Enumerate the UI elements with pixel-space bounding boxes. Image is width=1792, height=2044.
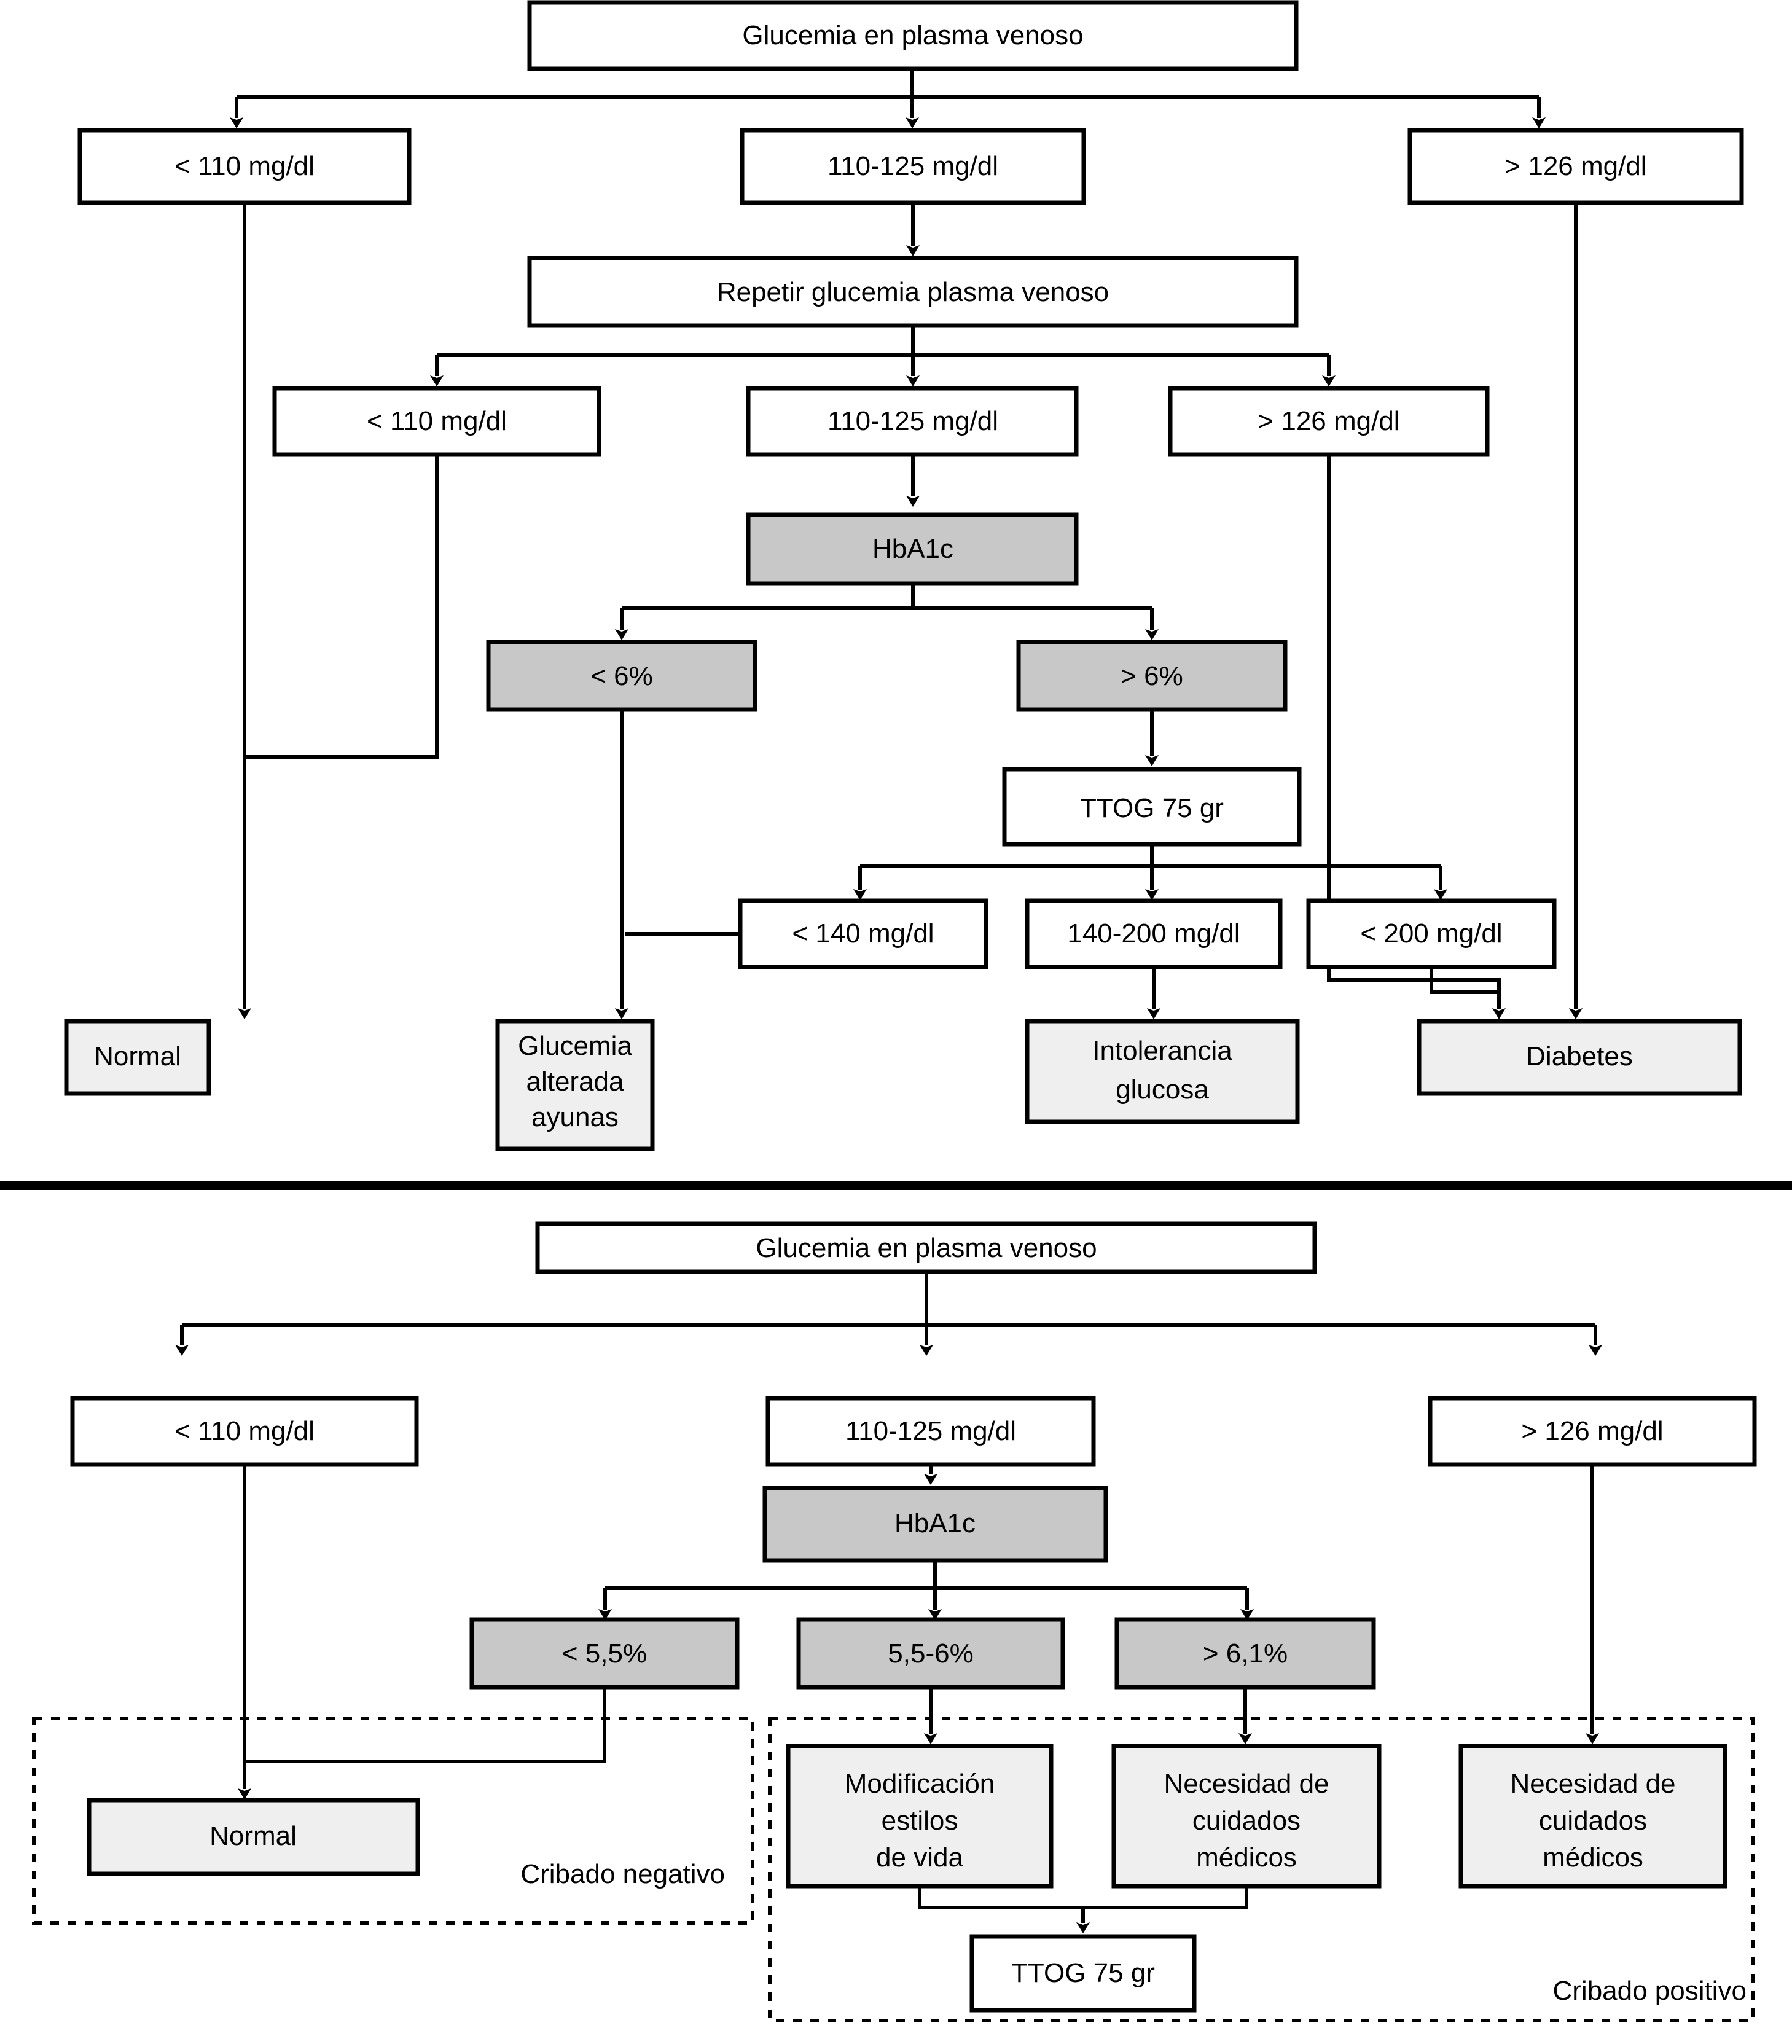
node-label: Diabetes <box>1526 1041 1633 1071</box>
group-label: Cribado negativo <box>520 1859 725 1889</box>
group-cribado-positivo: Cribado positivo <box>768 1717 1755 2022</box>
node-label: < 5,5% <box>562 1639 647 1669</box>
node-necesidad-cuidados-medicos-1: Necesidad de cuidados médicos <box>1111 1744 1382 1889</box>
node-55-6pct: 5,5-6% <box>796 1617 1065 1690</box>
node-label-line3: ayunas <box>531 1102 619 1132</box>
node-label-line2: alterada <box>526 1067 624 1097</box>
node-label: 110-125 mg/dl <box>828 151 998 181</box>
node-label: < 110 mg/dl <box>174 1416 315 1446</box>
node-label: > 126 mg/dl <box>1258 406 1399 436</box>
node-label: > 126 mg/dl <box>1504 151 1646 181</box>
node-label: 110-125 mg/dl <box>828 406 998 436</box>
node-label-line2: cuidados <box>1192 1806 1301 1836</box>
node-110-125-a: 110-125 mg/dl <box>740 128 1086 205</box>
node-label-line2: cuidados <box>1539 1806 1647 1836</box>
node-gt6pct: > 6% <box>1016 640 1288 712</box>
node-gt61pct: > 6,1% <box>1114 1617 1376 1690</box>
node-label-line3: médicos <box>1543 1842 1643 1873</box>
node-lt110-bottom: < 110 mg/dl <box>70 1396 419 1467</box>
bottom-connectors-level5 <box>918 1886 1248 1933</box>
node-label-line1: Necesidad de <box>1510 1769 1675 1799</box>
node-label: < 200 mg/dl <box>1360 918 1502 949</box>
node-label: HbA1c <box>894 1508 976 1538</box>
node-label: < 110 mg/dl <box>367 406 507 436</box>
node-intolerancia-glucosa: Intolerancia glucosa <box>1025 1019 1300 1124</box>
node-label: < 6% <box>590 661 653 691</box>
bottom-connectors-level4 <box>245 1687 1252 1763</box>
bottom-diagram: Glucemia en plasma venoso < 110 mg/dl 11… <box>32 1221 1757 2022</box>
group-cribado-negativo: Cribado negativo <box>32 1717 754 1925</box>
node-label-line2: estilos <box>882 1806 958 1836</box>
node-label-line3: de vida <box>876 1842 963 1873</box>
bottom-connectors-level1 <box>175 1272 1602 1356</box>
node-repetir-glucemia: Repetir glucemia plasma venoso <box>527 256 1299 328</box>
top-connectors-level4 <box>245 455 1506 1019</box>
node-glucemia-plasma-venoso-b: Glucemia en plasma venoso <box>535 1221 1317 1274</box>
node-label-line1: Necesidad de <box>1164 1769 1329 1799</box>
group-label: Cribado positivo <box>1553 1976 1747 2006</box>
top-connectors-level5 <box>615 584 1159 640</box>
bottom-connectors-level2 <box>238 1465 1599 1799</box>
node-label-line1: Intolerancia <box>1092 1036 1232 1066</box>
node-label: < 110 mg/dl <box>174 151 315 181</box>
node-lt55pct: < 5,5% <box>469 1617 740 1690</box>
node-lt110-a: < 110 mg/dl <box>77 128 412 205</box>
node-lt140: < 140 mg/dl <box>738 898 988 969</box>
node-label: < 140 mg/dl <box>792 918 934 949</box>
node-label: HbA1c <box>872 534 953 564</box>
node-label: Glucemia en plasma venoso <box>756 1233 1097 1263</box>
node-140-200: 140-200 mg/dl <box>1025 898 1283 969</box>
node-110-125-bottom: 110-125 mg/dl <box>765 1396 1096 1467</box>
node-label-line2: glucosa <box>1116 1075 1209 1105</box>
node-ttog-bottom: TTOG 75 gr <box>969 1934 1197 2013</box>
node-label: Glucemia en plasma venoso <box>742 20 1083 50</box>
node-hba1c-bottom: HbA1c <box>762 1486 1108 1563</box>
node-lt110-b: < 110 mg/dl <box>272 386 601 457</box>
node-label: Normal <box>209 1821 297 1851</box>
node-label: > 6% <box>1121 661 1183 691</box>
node-lt200: < 200 mg/dl <box>1306 898 1557 969</box>
node-label: > 6,1% <box>1203 1639 1288 1669</box>
node-gt126-bottom: > 126 mg/dl <box>1428 1396 1757 1467</box>
node-gt126-b: > 126 mg/dl <box>1168 386 1490 457</box>
node-label: 5,5-6% <box>888 1639 973 1669</box>
node-modificacion-estilos-vida: Modificación estilos de vida <box>786 1744 1054 1889</box>
node-label-line1: Modificación <box>845 1769 995 1799</box>
node-label: 140-200 mg/dl <box>1067 918 1240 949</box>
node-normal-top: Normal <box>64 1019 211 1096</box>
node-label-line1: Glucemia <box>518 1031 632 1061</box>
node-label: TTOG 75 gr <box>1080 793 1224 823</box>
top-connectors-level7 <box>853 844 1447 900</box>
node-label-line3: médicos <box>1196 1842 1297 1873</box>
top-diagram: Glucemia en plasma venoso < 110 mg/dl 11… <box>64 0 1744 1151</box>
node-necesidad-cuidados-medicos-2: Necesidad de cuidados médicos <box>1458 1744 1727 1889</box>
node-gt126-a: > 126 mg/dl <box>1407 128 1744 205</box>
top-connectors-level6 <box>615 710 1159 1019</box>
node-normal-bottom: Normal <box>87 1798 420 1876</box>
node-label: TTOG 75 gr <box>1011 1958 1155 1988</box>
bottom-connectors-level3 <box>598 1560 1254 1620</box>
node-glucemia-alterada-ayunas: Glucemia alterada ayunas <box>495 1019 655 1151</box>
top-connectors-level1 <box>230 69 1546 128</box>
node-label: Repetir glucemia plasma venoso <box>717 277 1109 307</box>
node-label: Normal <box>94 1041 181 1071</box>
node-hba1c-top: HbA1c <box>746 512 1079 586</box>
node-diabetes: Diabetes <box>1417 1019 1742 1096</box>
top-connectors-level2 <box>238 203 1583 1019</box>
node-lt6pct: < 6% <box>486 640 757 712</box>
node-glucemia-plasma-venoso: Glucemia en plasma venoso <box>527 0 1299 71</box>
top-connectors-level3 <box>430 326 1336 386</box>
node-label: 110-125 mg/dl <box>845 1416 1016 1446</box>
top-connectors-level8 <box>625 932 1499 1019</box>
node-ttog-top: TTOG 75 gr <box>1002 767 1302 847</box>
node-110-125-b: 110-125 mg/dl <box>746 386 1079 457</box>
node-label: > 126 mg/dl <box>1521 1416 1663 1446</box>
